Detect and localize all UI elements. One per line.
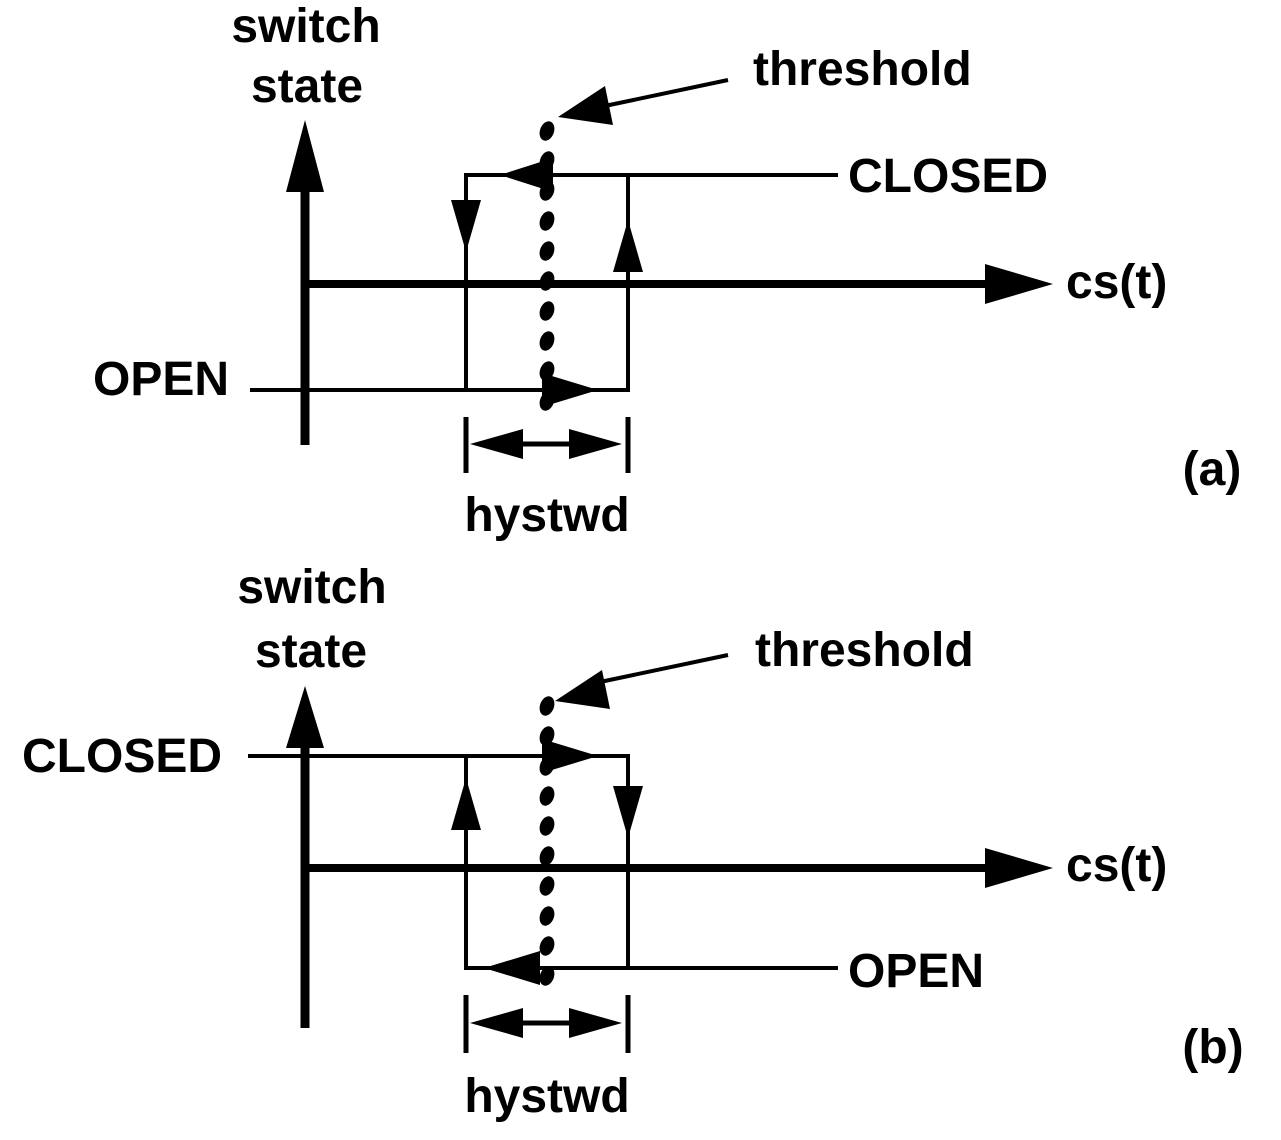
arrow-up-right-branch-a: [613, 220, 643, 272]
arrow-up-left-branch-b: [451, 778, 481, 830]
caption-b: (b): [1182, 1021, 1244, 1074]
threshold-pointer-arrowhead-a: [558, 86, 613, 125]
y-axis-arrowhead-a: [286, 120, 324, 192]
y-axis-title-line2-a: state: [250, 60, 364, 113]
threshold-pointer-arrowhead-b: [555, 670, 610, 709]
arrow-right-closed-line-b: [542, 739, 598, 773]
hystwd-measure-b: [463, 995, 631, 1053]
y-axis-arrowhead-b: [286, 686, 324, 748]
arrow-down-left-branch-a: [451, 200, 481, 252]
hystwd-arrowhead-right-b: [569, 1008, 622, 1038]
x-axis-arrowhead-b: [985, 848, 1053, 888]
x-axis-label-a: cs(t): [1066, 256, 1168, 309]
threshold-label-a: threshold: [753, 43, 972, 96]
diagram-b-linework: [248, 653, 1053, 1053]
hystwd-arrowhead-right-a: [569, 429, 622, 459]
y-axis-title-line2-b: state: [254, 625, 368, 678]
arrow-down-right-branch-b: [613, 786, 643, 838]
closed-label-a: CLOSED: [848, 150, 1049, 203]
hystwd-label-b: hystwd: [464, 1070, 630, 1123]
threshold-pointer-line-b: [599, 653, 729, 684]
threshold-label-b: threshold: [755, 624, 974, 677]
arrow-right-open-line-a: [542, 373, 598, 407]
open-label-a: OPEN: [92, 353, 230, 406]
x-axis-arrowhead-a: [985, 264, 1053, 304]
y-axis-title-line1-b: switch: [237, 561, 387, 614]
hystwd-measure-a: [463, 417, 631, 473]
threshold-pointer-line-a: [599, 78, 729, 109]
closed-label-b: CLOSED: [21, 730, 223, 783]
open-label-b: OPEN: [848, 945, 985, 998]
threshold-dotted-line-a: [539, 121, 555, 411]
hystwd-arrowhead-left-a: [470, 429, 523, 459]
caption-a: (a): [1182, 443, 1242, 496]
arrow-left-closed-line-a: [500, 158, 553, 192]
hystwd-arrowhead-left-b: [470, 1008, 523, 1038]
y-axis-title-line1-a: switch: [231, 0, 381, 53]
arrow-left-open-line-b: [484, 951, 540, 985]
x-axis-label-b: cs(t): [1066, 839, 1168, 892]
diagram-a-linework: [250, 78, 1053, 473]
hystwd-label-a: hystwd: [464, 489, 630, 542]
threshold-dotted-line-b: [539, 696, 555, 986]
